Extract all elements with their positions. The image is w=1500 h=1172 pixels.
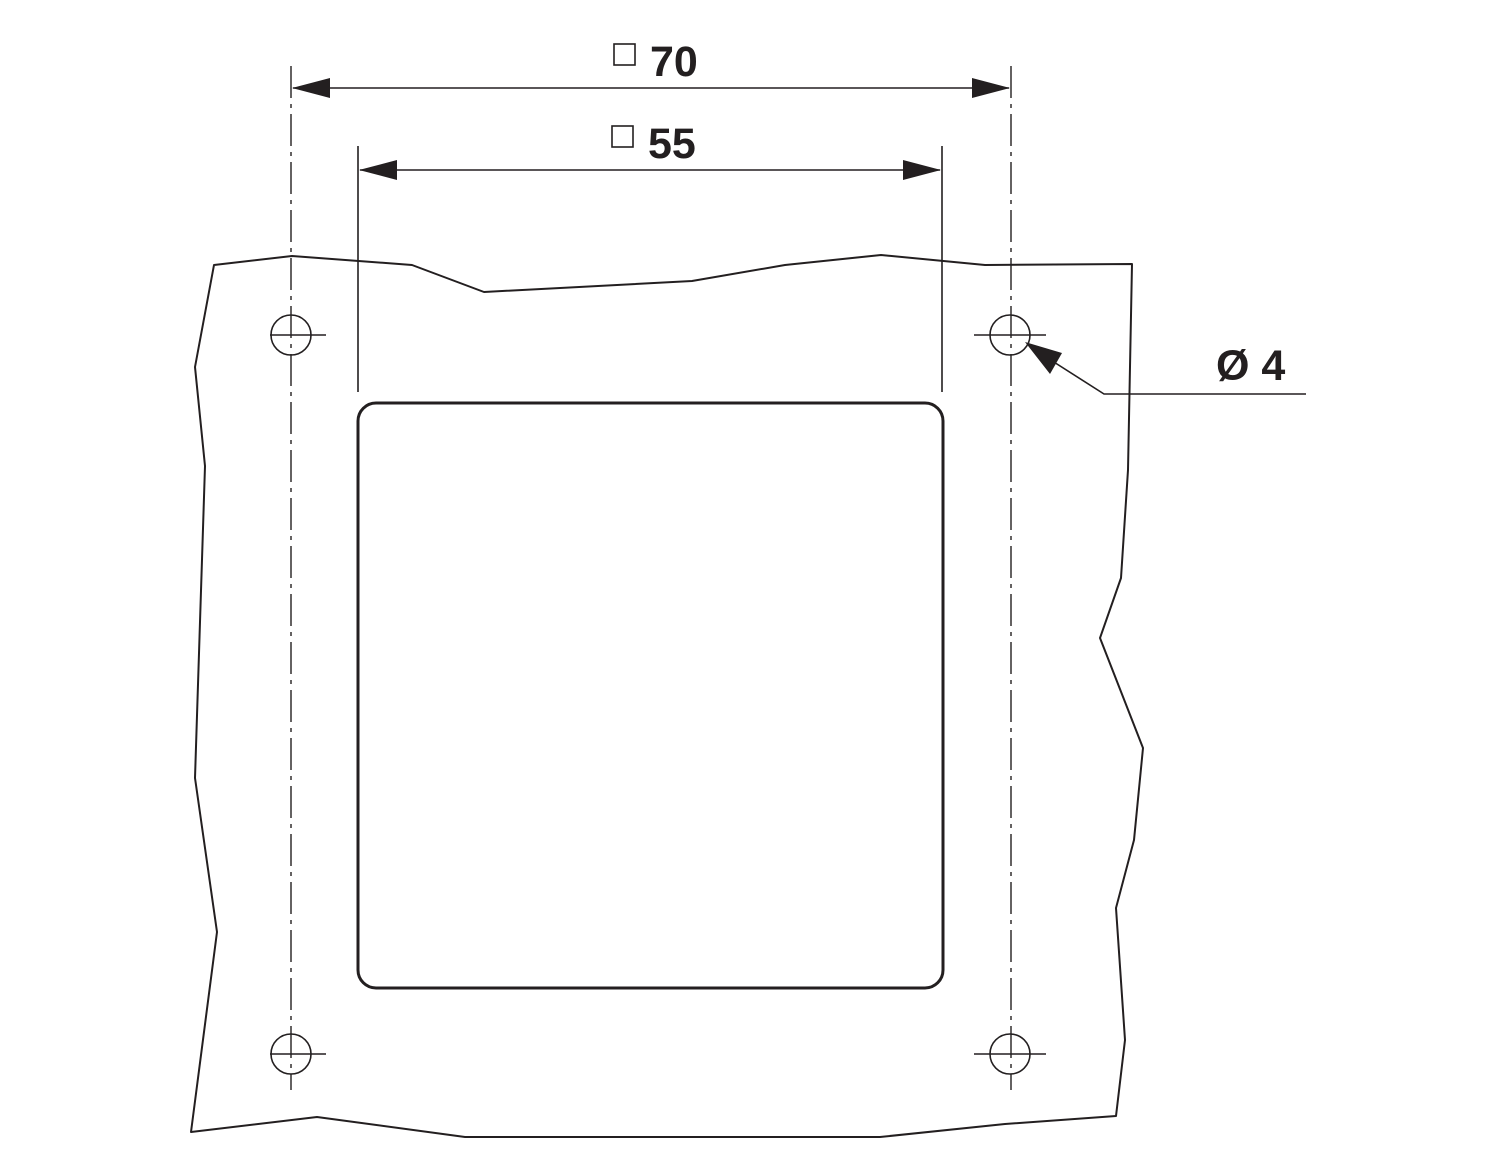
hole-diameter-label: Ø 4 xyxy=(1216,342,1285,390)
hole-leader-arrow xyxy=(1025,342,1062,374)
panel-outline xyxy=(190,254,1144,1138)
square-symbol-icon xyxy=(613,43,636,66)
mounting-hole-bottom-right xyxy=(974,1033,1046,1075)
mounting-hole-bottom-left xyxy=(270,1033,326,1075)
square-cutout xyxy=(356,401,945,990)
inner-dimension-label: 55 xyxy=(648,120,696,168)
hole-leader-line xyxy=(1045,356,1306,395)
mounting-hole-top-left xyxy=(270,314,326,356)
square-symbol-icon xyxy=(611,125,634,148)
outer-dimension-label: 70 xyxy=(650,38,698,86)
outer-dimension-arrow-right xyxy=(972,78,1010,98)
inner-dimension-arrow-left xyxy=(359,160,397,180)
inner-dimension-arrow-right xyxy=(903,160,941,180)
mounting-hole-top-right xyxy=(974,314,1046,356)
outer-dimension-arrow-left xyxy=(292,78,330,98)
